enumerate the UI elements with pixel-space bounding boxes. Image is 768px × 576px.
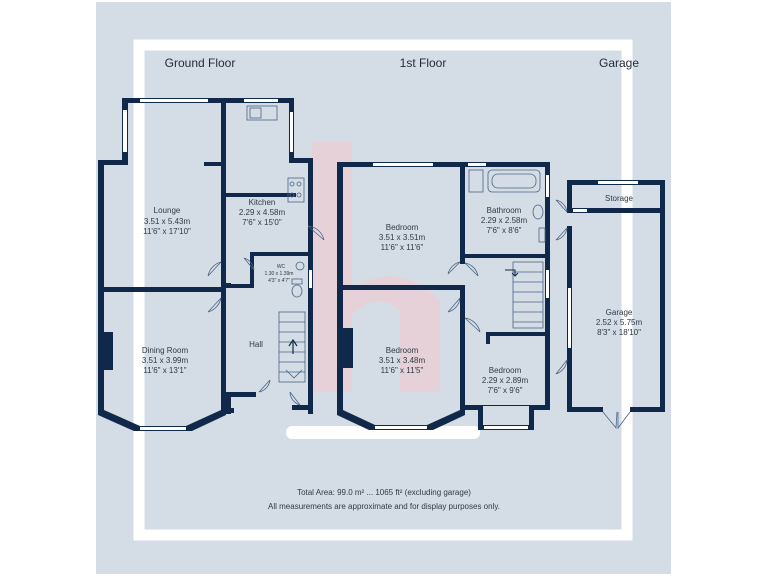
lounge-label: Lounge — [154, 206, 181, 215]
wc-label: WC — [277, 264, 286, 270]
hall-label: Hall — [249, 340, 263, 349]
bedroom-2-label: Bedroom — [386, 346, 419, 355]
dining-room-imperial: 11'6" x 13'1" — [143, 366, 186, 375]
disclaimer-text: All measurements are approximate and for… — [268, 502, 500, 511]
bedroom-2-imperial: 11'6" x 11'5" — [381, 366, 424, 375]
wc-metric: 1.30 x 1.39m — [265, 271, 294, 277]
bedroom-2-metric: 3.51 x 3.48m — [379, 356, 426, 365]
dining-room-label: Dining Room — [142, 346, 189, 355]
wc-imperial: 4'3" x 4'7" — [268, 278, 290, 284]
total-area-text: Total Area: 99.0 m² ... 1065 ft² (exclud… — [297, 488, 471, 497]
garage-plan — [555, 180, 665, 430]
garage-metric: 2.52 x 5.75m — [596, 318, 643, 327]
first-floor-plan — [337, 162, 550, 430]
kitchen-metric: 2.29 x 4.58m — [239, 208, 286, 217]
bathroom-label: Bathroom — [487, 206, 522, 215]
lounge-imperial: 11'6" x 17'10" — [143, 227, 191, 236]
dining-room-metric: 3.51 x 3.99m — [142, 356, 189, 365]
bedroom-1-label: Bedroom — [386, 223, 419, 232]
ground-floor-heading: Ground Floor — [165, 56, 236, 70]
kitchen-label: Kitchen — [249, 198, 276, 207]
bedroom-3-imperial: 7'6" x 9'6" — [488, 386, 523, 395]
bedroom-3-metric: 2.29 x 2.89m — [482, 376, 529, 385]
garage-label: Garage — [606, 308, 633, 317]
bathroom-metric: 2.29 x 2.58m — [481, 216, 528, 225]
garage-imperial: 8'3" x 18'10" — [597, 328, 641, 337]
bedroom-1-metric: 3.51 x 3.51m — [379, 233, 426, 242]
lounge-metric: 3.51 x 5.43m — [144, 217, 191, 226]
bedroom-3-label: Bedroom — [489, 366, 522, 375]
ground-floor-plan — [98, 98, 325, 431]
bathroom-imperial: 7'6" x 8'6" — [487, 226, 522, 235]
kitchen-imperial: 7'6" x 15'0" — [242, 218, 282, 227]
bedroom-1-imperial: 11'6" x 11'6" — [381, 243, 424, 252]
garage-heading: Garage — [599, 56, 639, 70]
first-floor-heading: 1st Floor — [400, 56, 447, 70]
storage-label: Storage — [605, 194, 634, 203]
